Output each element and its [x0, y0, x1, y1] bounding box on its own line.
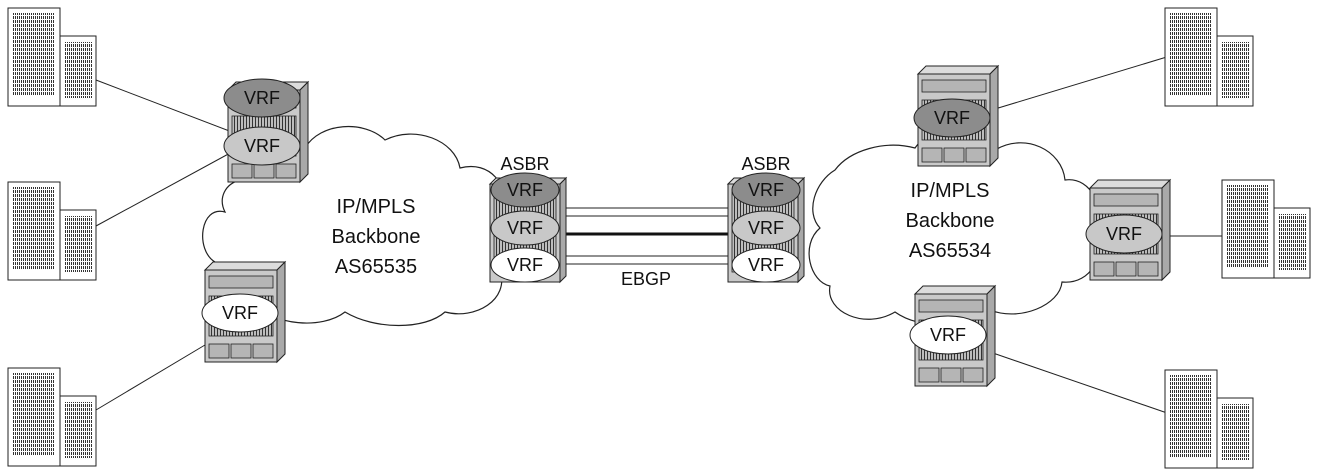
- vrf-label: VRF: [507, 180, 543, 200]
- building-icon: [1164, 369, 1254, 469]
- link-building-2: [95, 151, 233, 227]
- building-icon: [7, 367, 97, 467]
- cloud-right-line1: IP/MPLS: [911, 180, 990, 202]
- cloud-left-line2: Backbone: [332, 226, 421, 248]
- building-icon: [7, 181, 97, 281]
- vrf-label: VRF: [222, 303, 258, 323]
- vrf-asbr-left-dark: VRF: [490, 172, 560, 208]
- links: [95, 55, 1222, 415]
- vrf-label: VRF: [244, 88, 280, 108]
- vrf-label: VRF: [930, 325, 966, 345]
- vrf-label: VRF: [748, 218, 784, 238]
- vrf-asbr-right-dark: VRF: [731, 172, 801, 208]
- vrf-right-pe3: VRF: [909, 315, 987, 355]
- building-icon: [1164, 7, 1254, 107]
- building-icon: [1221, 179, 1311, 279]
- vrf-right-pe1: VRF: [913, 98, 991, 138]
- vrf-label: VRF: [748, 255, 784, 275]
- vrf-label: VRF: [1106, 224, 1142, 244]
- vrf-label: VRF: [507, 218, 543, 238]
- vrf-left-pe1-light: VRF: [223, 126, 301, 166]
- building-icon: [7, 7, 97, 107]
- vrf-label: VRF: [244, 136, 280, 156]
- link-building-1: [95, 79, 233, 133]
- vrf-label: VRF: [507, 255, 543, 275]
- cloud-right-line2: Backbone: [906, 210, 995, 232]
- ebgp-label: EBGP: [621, 269, 671, 289]
- vrf-asbr-right-light: VRF: [731, 210, 801, 246]
- asbr-right-label: ASBR: [741, 154, 790, 174]
- link-building-3: [95, 341, 211, 411]
- vrf-label: VRF: [934, 108, 970, 128]
- vrf-left-pe1-dark: VRF: [223, 78, 301, 118]
- vrf-asbr-left-white: VRF: [490, 247, 560, 283]
- cloud-right-line3: AS65534: [909, 240, 991, 262]
- vrf-right-pe2: VRF: [1085, 214, 1163, 254]
- vrf-label: VRF: [748, 180, 784, 200]
- vrf-asbr-left-light: VRF: [490, 210, 560, 246]
- link-building-6: [989, 351, 1171, 415]
- vrf-asbr-right-white: VRF: [731, 247, 801, 283]
- link-building-4: [984, 55, 1171, 113]
- asbr-left-label: ASBR: [500, 154, 549, 174]
- ebgp-links: [565, 207, 729, 265]
- vrf-left-pe2: VRF: [201, 293, 279, 333]
- cloud-left-line1: IP/MPLS: [337, 196, 416, 218]
- cloud-left-line3: AS65535: [335, 256, 417, 278]
